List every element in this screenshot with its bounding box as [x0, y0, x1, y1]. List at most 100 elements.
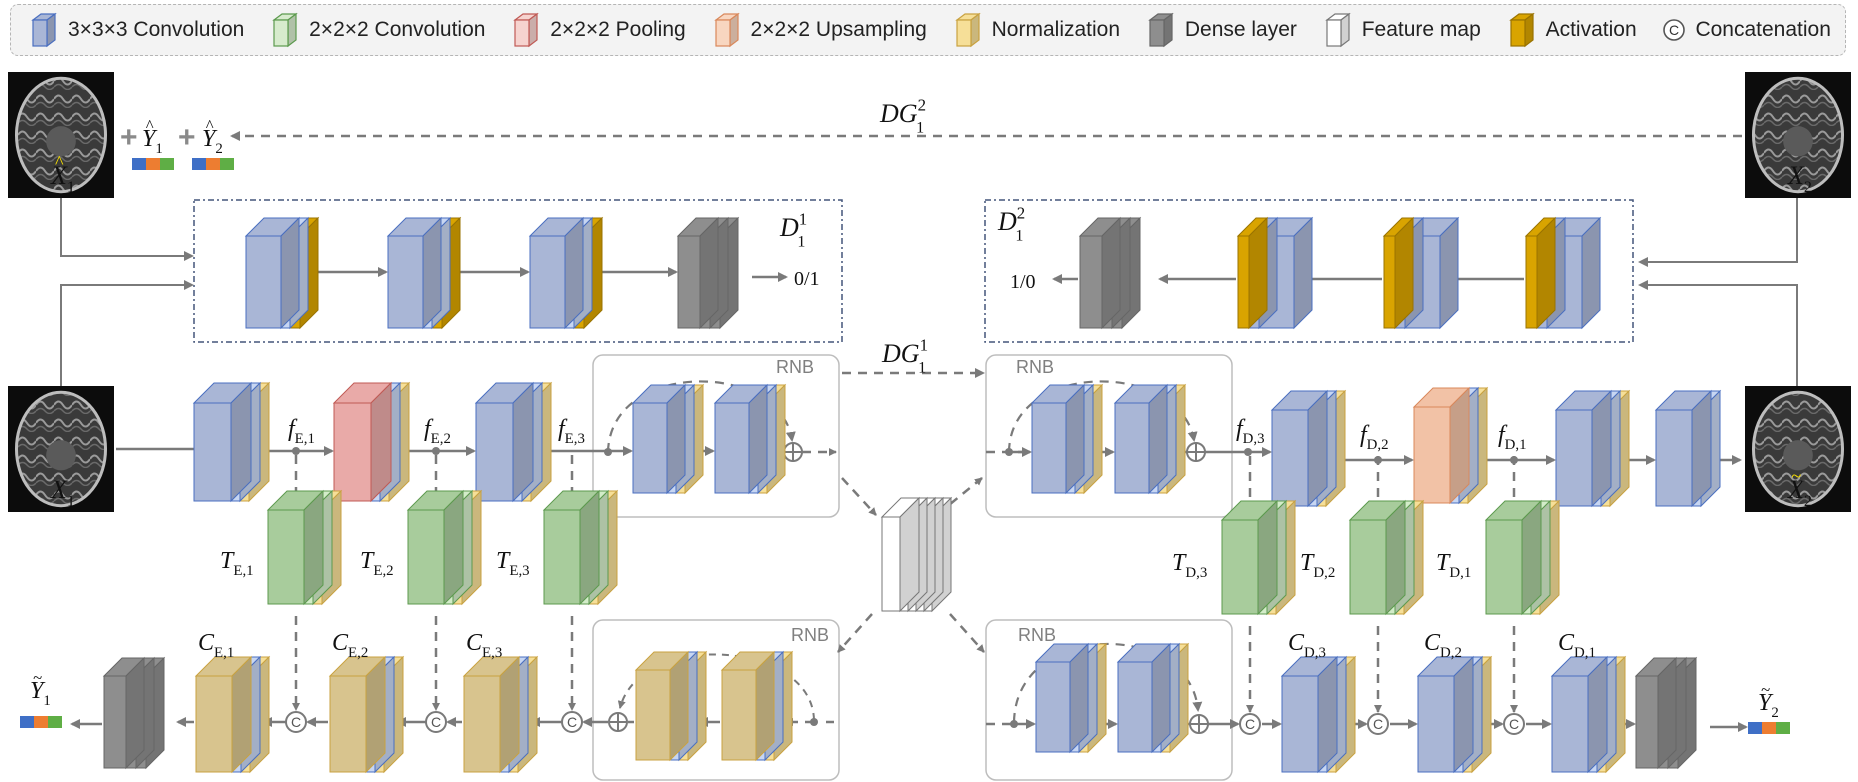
- y2-tilde-label: Y2: [1758, 690, 1779, 721]
- seg-d-oplus: [1189, 714, 1209, 734]
- t-enc-label-1: TE,1: [220, 548, 254, 579]
- fd2-label: fD,2: [1360, 422, 1389, 453]
- latent-to-seg-enc: [837, 613, 873, 653]
- dense-swatch-icon: [1148, 12, 1174, 48]
- c-enc-3: [462, 655, 539, 774]
- legend-label: Normalization: [991, 18, 1121, 41]
- rnb-frame-3: [592, 619, 840, 781]
- act-swatch-icon: [1508, 12, 1535, 48]
- legend-label: 2×2×2 Upsampling: [750, 18, 927, 41]
- rnb-label: RNB: [1016, 357, 1054, 377]
- seg-drnb-1: [1034, 642, 1108, 754]
- frames-layer: [193, 199, 1634, 781]
- legend-item-dense: Dense layer: [1146, 10, 1297, 50]
- fd3-label: fD,3: [1236, 416, 1265, 447]
- fe3-dot: [604, 448, 612, 456]
- legend-label: 2×2×2 Convolution: [309, 18, 486, 41]
- legend-item-pool: 2×2×2 Pooling: [511, 10, 686, 50]
- d11-output: 0/1: [794, 268, 820, 290]
- seg-e-oplus: [608, 712, 628, 732]
- legend-label: 2×2×2 Pooling: [550, 18, 686, 41]
- y1-hat-label: Y1: [142, 126, 163, 157]
- latent-to-seg-dec: [949, 613, 985, 653]
- seg-dense-1: [102, 656, 166, 770]
- d12-block-1: [1524, 216, 1602, 330]
- dec-block-3: [1270, 389, 1347, 508]
- brain-x2: [1745, 72, 1851, 198]
- d11-block-1: [244, 216, 320, 330]
- legend-label: Dense layer: [1184, 18, 1297, 41]
- enc-block-2: [474, 381, 553, 503]
- t-dec-1: [1220, 499, 1297, 616]
- dec-block-1: [1554, 389, 1631, 508]
- seg-drnb-2: [1116, 642, 1190, 754]
- blocks-layer: [8, 72, 1851, 774]
- enc-rnb-oplus: [783, 442, 803, 462]
- dec-rnb-1: [1030, 383, 1104, 495]
- brain-x2-tilde: [1745, 386, 1851, 512]
- t-enc-label-3: TE,3: [496, 548, 530, 579]
- d11-block-3: [528, 216, 604, 330]
- brain-x1-hat-label: X1: [50, 161, 75, 196]
- latent-fmap: [880, 496, 953, 613]
- d12-dense: [1078, 216, 1142, 330]
- concat-symbol-label: C: [1245, 716, 1255, 732]
- t-enc-label-2: TE,2: [360, 548, 394, 579]
- concat-symbol-label: C: [431, 714, 441, 730]
- concat-enc-3: C: [561, 711, 583, 733]
- concat-enc-2: C: [425, 711, 447, 733]
- t-dec-3: [1484, 499, 1561, 616]
- legend-item-act: Activation: [1507, 10, 1637, 50]
- c-enc-2: [328, 655, 405, 774]
- brain-x2-label: X2: [1787, 161, 1812, 196]
- rnb-label: RNB: [1018, 625, 1056, 645]
- discriminator-d11-frame: [193, 199, 843, 343]
- c-enc-label-1: CE,1: [198, 630, 234, 661]
- c-enc-label-2: CE,2: [332, 630, 368, 661]
- enc-rnb-1: [631, 383, 705, 495]
- y1-tilde-label: Y1: [30, 678, 51, 709]
- y1-tilde-slots: [20, 716, 62, 728]
- fd3-dot: [1244, 448, 1252, 456]
- legend-label: Feature map: [1361, 18, 1481, 41]
- c-dec-label-1: CD,3: [1288, 630, 1326, 661]
- legend: 3×3×3 Convolution 2×2×2 Convolution 2×2×2 …: [10, 4, 1846, 56]
- dec-block-out: [1654, 389, 1722, 508]
- dec-rnb-2: [1113, 383, 1187, 495]
- c-dec-label-3: CD,1: [1558, 630, 1596, 661]
- fe2-label: fE,2: [424, 416, 451, 447]
- dec-rnb-skip: [1007, 380, 1198, 453]
- up-swatch-icon: [713, 12, 740, 48]
- pool-swatch-icon: [513, 12, 540, 48]
- y2-hat-label: Y2: [202, 126, 223, 157]
- concat-symbol-label: C: [1509, 716, 1519, 732]
- brain-x1: [8, 386, 114, 512]
- y1-hat-slots: [132, 158, 174, 170]
- d12-block-3: [1236, 216, 1314, 330]
- legend-item-conv3: 3×3×3 Convolution: [29, 10, 244, 50]
- dec-rnb-oplus: [1186, 442, 1206, 462]
- concat-dec-2: C: [1367, 713, 1389, 735]
- brain-x1-hat-label-accent: ^: [55, 152, 64, 172]
- seg-rnb-1: [634, 650, 708, 762]
- concat-dec-3: C: [1503, 713, 1525, 735]
- legend-item-norm: Normalization: [953, 10, 1120, 50]
- norm-swatch-icon: [954, 12, 981, 48]
- legend-label: 3×3×3 Convolution: [68, 18, 245, 41]
- t-enc-2: [406, 489, 483, 606]
- rnb-frame-1: [592, 354, 840, 518]
- seg-dense-2: [1634, 656, 1698, 770]
- conv2-swatch-icon: [272, 12, 298, 48]
- concat-symbol-label: C: [291, 714, 301, 730]
- seg-rnb-2: [720, 650, 794, 762]
- concat-dec-1: C: [1239, 713, 1261, 735]
- c-dec-2: [1416, 655, 1493, 774]
- c-dec-1: [1280, 655, 1357, 774]
- enc-pool: [332, 381, 411, 503]
- t-dec-label-2: TD,2: [1300, 550, 1335, 581]
- discriminator-d12-frame: [984, 199, 1634, 343]
